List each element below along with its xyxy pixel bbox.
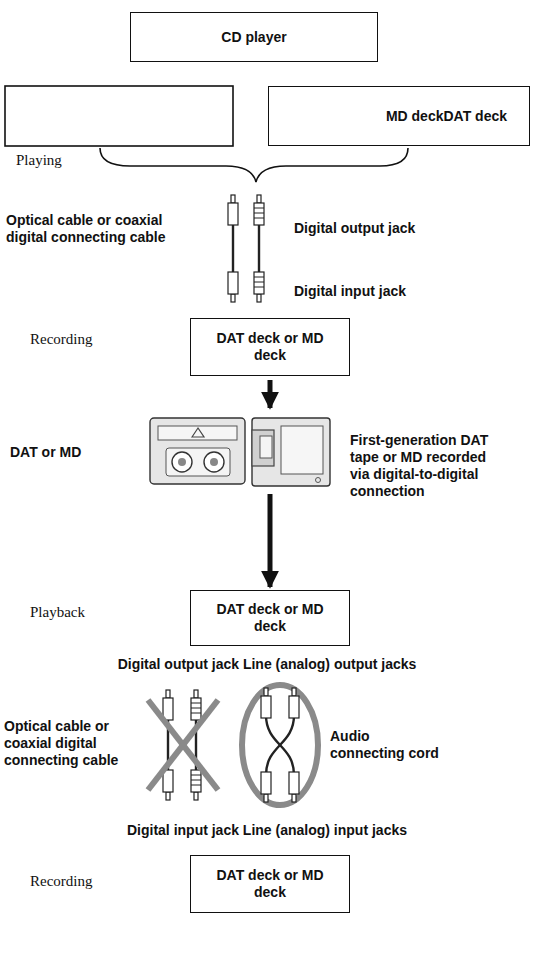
device-name: MD deckDAT deck (386, 108, 507, 125)
device-box: DAT deck or MD deck (190, 318, 350, 376)
optical-cable (228, 195, 238, 302)
note-label: Audio connecting cord (330, 728, 440, 762)
device-box: DAT deck or MD deck (190, 855, 350, 913)
device-name: CD player (221, 29, 286, 46)
empty-box (5, 86, 233, 146)
stage-label: Recording (30, 872, 140, 890)
stage-label: Playing (16, 151, 116, 169)
note-label: DAT or MD (10, 444, 130, 461)
note-label: Digital output jack Line (analog) output… (0, 656, 534, 673)
cross-mark (148, 700, 218, 790)
coaxial-cable (254, 195, 264, 302)
note-label: First-generation DAT tape or MD recorded… (350, 432, 495, 500)
device-box: CD player (130, 12, 378, 62)
note-label: Digital output jack (294, 220, 524, 237)
audio-cord (242, 685, 318, 805)
arrow-segment (268, 494, 273, 587)
device-name: DAT deck or MD deck (201, 867, 339, 901)
device-name: DAT deck or MD deck (201, 601, 339, 635)
dat-cassette (150, 418, 245, 484)
note-label: Optical cable or coaxial digital connect… (6, 212, 178, 246)
device-box: MD deckDAT deck (268, 86, 530, 146)
optical-cable (163, 690, 173, 800)
device-name: DAT deck or MD deck (201, 330, 339, 364)
arrow-segment (268, 380, 273, 408)
minidisc (252, 418, 330, 486)
bracket (100, 148, 408, 182)
device-box: DAT deck or MD deck (190, 590, 350, 646)
flow-arrow (270, 380, 271, 587)
note-label: Digital input jack (294, 283, 524, 300)
coaxial-cable (191, 690, 201, 800)
stage-label: Playback (30, 603, 140, 621)
note-label: Optical cable or coaxial digital connect… (4, 718, 142, 769)
stage-label: Recording (30, 330, 140, 348)
note-label: Digital input jack Line (analog) input j… (0, 822, 534, 839)
